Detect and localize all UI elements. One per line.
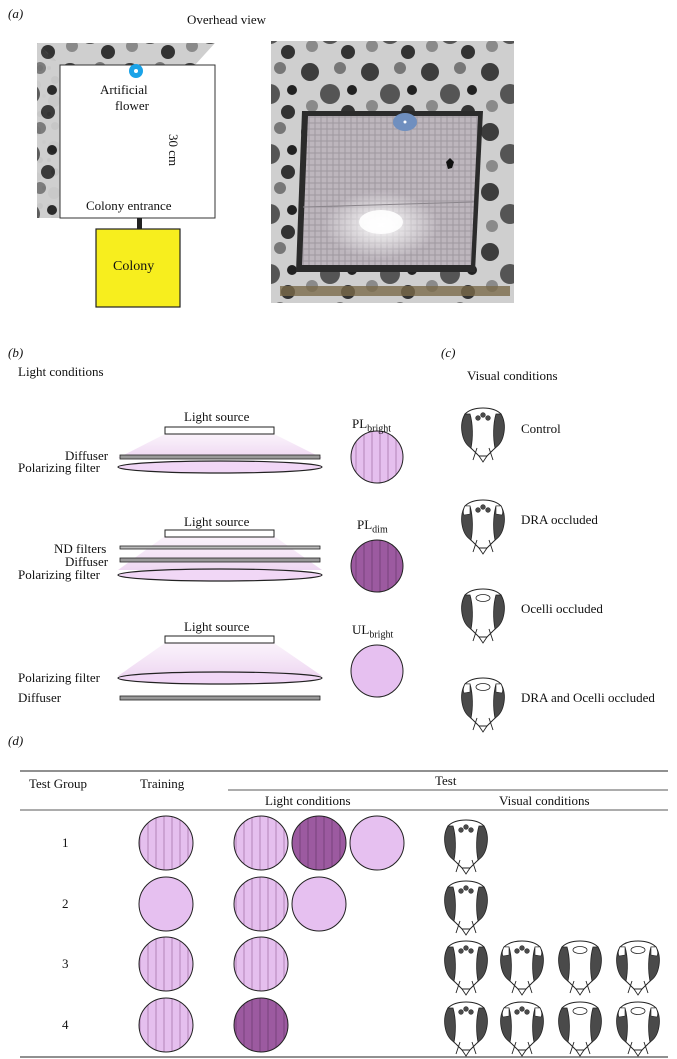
entrance-label: Colony entrance [86,198,172,213]
diffuser-bar [119,557,321,563]
nd-filter-bar [119,545,321,550]
layer-label-diffuser: Diffuser [18,690,62,705]
light-setup-3 [117,635,323,701]
test-light-disc [349,815,405,871]
row-group-number: 2 [62,896,69,911]
condition-label: Control [521,421,561,436]
light-setup-2 [117,529,323,582]
head-control-icon [445,820,488,874]
training-disc [138,876,194,932]
light-setup-1 [117,426,323,474]
size-label: 30 cm [166,134,181,167]
row-group-number: 1 [62,835,69,850]
panel-a-label: (a) [8,6,24,21]
light-source-box [164,426,275,435]
training-disc [138,997,194,1053]
head-dra-occluded-icon [501,1002,544,1056]
header-light-conditions: Light conditions [265,793,351,808]
head-control-icon [445,1002,488,1056]
stimulus-label-pl-dim: PLdim [357,517,388,536]
header-test: Test [435,773,457,788]
disc-pl-bright [350,430,404,484]
polarizing-filter-ellipse [117,568,323,582]
layer-label-nd: ND filters [54,541,107,556]
stimulus-label-pl-bright: PLbright [352,416,392,435]
diffuser-bar [119,454,321,460]
test-light-disc [233,936,289,992]
training-disc [138,936,194,992]
light-source-box [164,529,275,538]
light-source-label: Light source [184,514,250,529]
header-training: Training [140,776,185,791]
layer-label-polarizing: Polarizing filter [18,670,100,685]
row-group-number: 3 [62,956,69,971]
head-dra-ocelli-occluded-icon [462,678,505,732]
panel-b-label: (b) [8,345,24,360]
light-source-label: Light source [184,619,250,634]
header-test-group: Test Group [29,776,87,791]
test-light-disc [291,876,347,932]
training-disc [138,815,194,871]
test-light-disc [233,997,289,1053]
header-visual-conditions: Visual conditions [499,793,590,808]
colony-box [95,228,181,308]
flower-label-line1: Artificial [100,82,148,97]
colony-label: Colony [113,259,155,274]
head-control-icon [445,941,488,995]
flower-label-line2: flower [115,98,149,113]
layer-label-polarizing: Polarizing filter [18,567,100,582]
panel-a-title: Overhead view [187,12,267,27]
head-ocelli-occluded-icon [559,941,602,995]
head-ocelli-occluded-icon [462,589,505,643]
test-light-disc [233,876,289,932]
panel-c-label: (c) [441,345,456,360]
test-light-disc [233,815,289,871]
head-control-icon [462,408,505,462]
head-dra-occluded-icon [462,500,505,554]
head-dra-occluded-icon [501,941,544,995]
light-source-box [164,635,275,644]
head-dra-ocelli-occluded-icon [617,1002,660,1056]
disc-ul-bright [350,644,404,698]
head-ocelli-occluded-icon [559,1002,602,1056]
arena-photo [271,41,514,303]
panel-b-title: Light conditions [18,364,104,379]
disc-pl-dim [350,539,404,593]
row-group-number: 4 [62,1017,69,1032]
layer-label-polarizing: Polarizing filter [18,460,100,475]
stimulus-label-ul-bright: ULbright [352,622,394,641]
panel-d-label: (d) [8,733,24,748]
layer-label-diffuser: Diffuser [65,554,109,569]
condition-label: DRA occluded [521,512,598,527]
head-control-icon [445,881,488,935]
polarizing-filter-ellipse [117,671,323,685]
diffuser-bar [119,695,321,701]
light-source-label: Light source [184,409,250,424]
test-light-disc [291,815,347,871]
polarizing-filter-ellipse [117,460,323,474]
head-dra-ocelli-occluded-icon [617,941,660,995]
condition-label: Ocelli occluded [521,601,603,616]
layer-label-diffuser: Diffuser [65,448,109,463]
condition-label: DRA and Ocelli occluded [521,690,655,705]
arena-schematic [37,43,216,308]
panel-c-title: Visual conditions [467,368,558,383]
